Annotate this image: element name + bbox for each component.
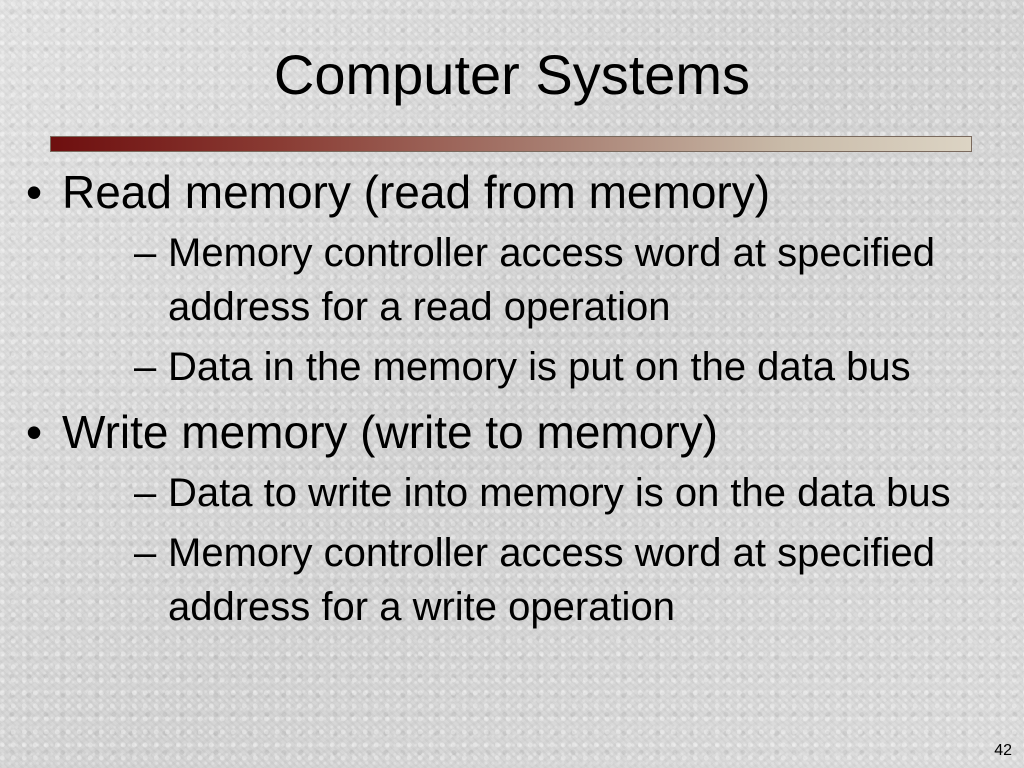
- sub-list: – Data to write into memory is on the da…: [62, 466, 1024, 634]
- sub-marker: –: [134, 231, 157, 275]
- bullet-read-memory: • Read memory (read from memory) – Memor…: [0, 160, 1024, 394]
- bullet-list: • Read memory (read from memory) – Memor…: [0, 160, 1024, 640]
- sub-item-write-data-bus: – Data to write into memory is on the da…: [62, 466, 1024, 520]
- sub-marker: –: [134, 345, 157, 389]
- page-number: 42: [994, 742, 1012, 759]
- bullet-marker: •: [26, 166, 43, 218]
- sub-item-text: Data in the memory is put on the data bu…: [168, 345, 911, 389]
- title-divider-bar: [50, 136, 972, 152]
- sub-item-text: Memory controller access word at specifi…: [168, 531, 935, 629]
- sub-item-text: Memory controller access word at specifi…: [168, 231, 935, 329]
- sub-marker: –: [134, 531, 157, 575]
- bullet-text: Write memory (write to memory): [62, 406, 718, 458]
- sub-list: – Memory controller access word at speci…: [62, 226, 1024, 394]
- sub-marker: –: [134, 471, 157, 515]
- bullet-write-memory: • Write memory (write to memory) – Data …: [0, 400, 1024, 634]
- bullet-marker: •: [26, 406, 43, 458]
- sub-item-text: Data to write into memory is on the data…: [168, 471, 951, 515]
- sub-item-read-controller: – Memory controller access word at speci…: [62, 226, 1024, 334]
- sub-item-write-controller: – Memory controller access word at speci…: [62, 526, 1024, 634]
- sub-item-read-data-bus: – Data in the memory is put on the data …: [62, 340, 1024, 394]
- bullet-text: Read memory (read from memory): [62, 166, 771, 218]
- slide-title: Computer Systems: [273, 43, 751, 106]
